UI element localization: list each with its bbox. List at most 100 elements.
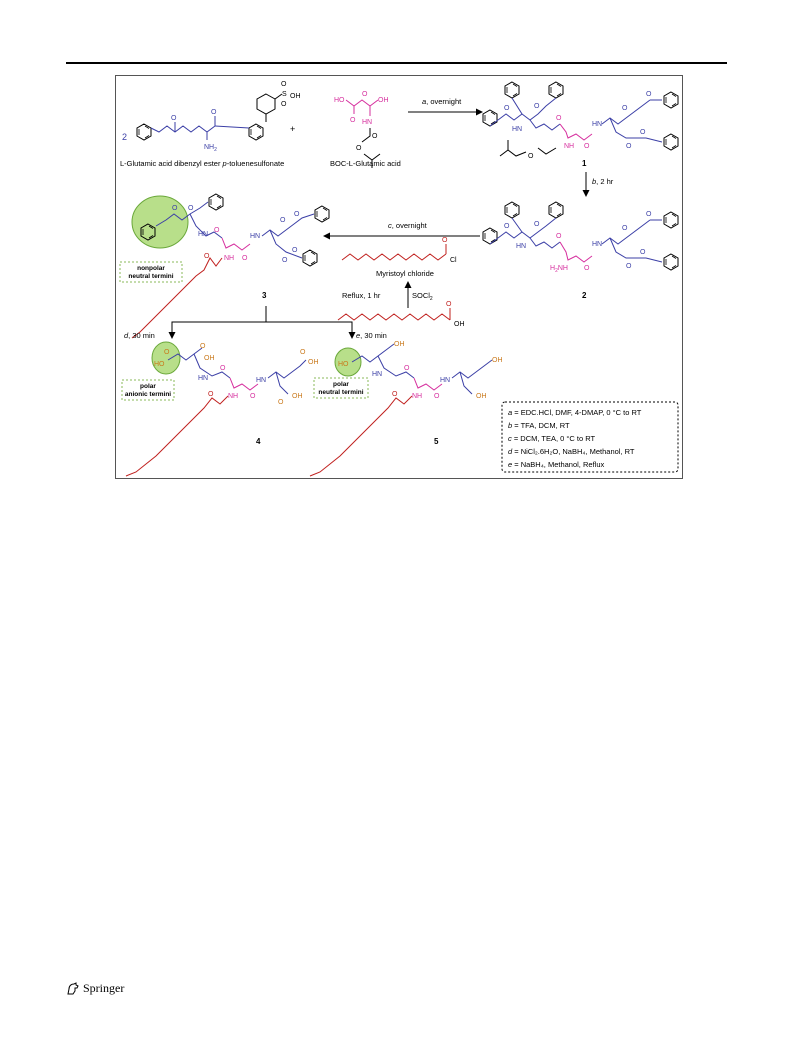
compound-1-structure: O O HN O NH O HN O O O O O 1 (482, 81, 679, 168)
svg-text:O: O (208, 391, 214, 398)
svg-text:O: O (220, 365, 226, 372)
compound-2-structure: O O HN O H2NH O HN O O O O 2 (482, 201, 679, 300)
svg-text:O: O (556, 115, 562, 122)
svg-text:HN: HN (516, 243, 526, 250)
svg-text:O: O (584, 143, 590, 150)
svg-text:OH: OH (492, 357, 503, 364)
amine-label: NH2 (204, 144, 217, 153)
polar-neutral-termini-box (313, 377, 369, 399)
legend-item-c: c = DCM, TEA, 0 °C to RT (508, 434, 596, 443)
reaction-scheme-svg: 2 O O NH2 S OH O O L-Glutamic acid diben… (119, 81, 679, 477)
arrow-step-e (266, 321, 356, 339)
springer-horse-icon (67, 982, 79, 995)
svg-text:O: O (622, 105, 628, 112)
publisher-footer: Springer (66, 981, 124, 996)
svg-text:O: O (356, 145, 362, 152)
svg-text:O: O (626, 263, 632, 270)
svg-text:O: O (640, 249, 646, 256)
svg-text:O: O (528, 153, 534, 160)
svg-text:O: O (171, 115, 177, 122)
svg-text:OH: OH (292, 393, 303, 400)
svg-text:OH: OH (476, 393, 487, 400)
boc-name: BOC-L-Glutamic acid (330, 159, 401, 168)
legend-item-e: e = NaBH₄, Methanol, Reflux (508, 460, 604, 469)
compound-4-structure: O HO O OH HN O NH O HN O OH O OH O polar… (121, 341, 319, 477)
svg-text:O: O (372, 133, 378, 140)
step-c-label: c, overnight (388, 221, 428, 230)
svg-text:O: O (281, 101, 287, 108)
arrow-step-d (168, 306, 267, 339)
svg-text:O: O (646, 91, 652, 98)
svg-text:HN: HN (250, 233, 260, 240)
socl2-label: SOCl2 (412, 291, 433, 302)
svg-text:O: O (556, 233, 562, 240)
svg-text:HN: HN (512, 126, 522, 133)
svg-text:O: O (164, 349, 170, 356)
polar-neutral-highlight (334, 347, 362, 377)
step-e-label: e, 30 min (356, 331, 387, 340)
svg-text:HN: HN (592, 241, 602, 248)
polar-neutral-line1: polar (333, 381, 349, 388)
svg-text:OH: OH (290, 93, 301, 100)
svg-text:O: O (204, 253, 210, 260)
svg-text:O: O (584, 265, 590, 272)
polar-anionic-line1: polar (140, 383, 156, 390)
polar-neutral-line2: neutral termini (318, 389, 363, 396)
compound-4-label: 4 (256, 437, 261, 446)
compound-5-label: 5 (434, 437, 439, 446)
svg-text:O: O (446, 301, 452, 308)
svg-text:O: O (200, 343, 206, 350)
nonpolar-termini-box (119, 261, 183, 283)
svg-text:O: O (250, 393, 256, 400)
svg-text:HO: HO (154, 361, 165, 368)
svg-text:OH: OH (308, 359, 319, 366)
svg-text:O: O (188, 205, 194, 212)
svg-text:O: O (362, 91, 368, 98)
compound-1-label: 1 (582, 159, 587, 168)
compound-2-amine: H2NH (550, 265, 568, 274)
svg-text:O: O (214, 227, 220, 234)
step-d-label: d, 30 min (124, 331, 155, 340)
myristic-acid-structure: O OH (337, 301, 465, 328)
step-b-label: b, 2 hr (592, 177, 614, 186)
svg-text:O: O (282, 257, 288, 264)
svg-text:NH: NH (228, 393, 238, 400)
svg-text:O: O (294, 211, 300, 218)
glutamic-ester-structure: 2 O O NH2 S OH O O L-Glutamic acid diben… (120, 81, 301, 168)
svg-text:S: S (282, 91, 287, 98)
svg-text:O: O (622, 225, 628, 232)
legend-box (501, 401, 679, 473)
coefficient-label: 2 (122, 132, 127, 142)
svg-text:O: O (392, 391, 398, 398)
svg-text:HN: HN (198, 375, 208, 382)
svg-text:O: O (442, 237, 448, 244)
svg-text:NH: NH (224, 255, 234, 262)
reflux-label: Reflux, 1 hr (342, 291, 381, 300)
legend-item-a: a = EDC.HCl, DMF, 4-DMAP, 0 °C to RT (508, 408, 642, 417)
compound-5-structure: HO OH HN O NH O HN OH OH O polar neutral… (309, 341, 503, 477)
nonpolar-label-line2: neutral termini (128, 273, 173, 280)
plus-sign: + (290, 124, 295, 134)
svg-text:OH: OH (394, 341, 405, 348)
myristoyl-name: Myristoyl chloride (376, 269, 434, 278)
polar-anionic-line2: anionic termini (125, 391, 171, 398)
svg-text:Cl: Cl (450, 257, 457, 264)
top-rule (66, 62, 727, 64)
svg-text:HN: HN (362, 119, 372, 126)
compound-2-label: 2 (582, 291, 587, 300)
reaction-scheme-figure: 2 O O NH2 S OH O O L-Glutamic acid diben… (115, 75, 683, 479)
publisher-name: Springer (83, 981, 125, 995)
svg-text:O: O (300, 349, 306, 356)
svg-text:HN: HN (440, 377, 450, 384)
svg-text:HN: HN (592, 121, 602, 128)
svg-text:OH: OH (454, 321, 465, 328)
svg-text:HN: HN (198, 231, 208, 238)
svg-text:O: O (172, 205, 178, 212)
svg-text:O: O (504, 223, 510, 230)
compound-3-label: 3 (262, 291, 267, 300)
reagent-legend: a = EDC.HCl, DMF, 4-DMAP, 0 °C to RT b =… (501, 401, 679, 473)
nonpolar-label-line1: nonpolar (137, 265, 165, 272)
polar-anionic-termini-box (121, 379, 175, 401)
svg-text:O: O (278, 399, 284, 406)
step-a-label: a, overnight (422, 97, 462, 106)
